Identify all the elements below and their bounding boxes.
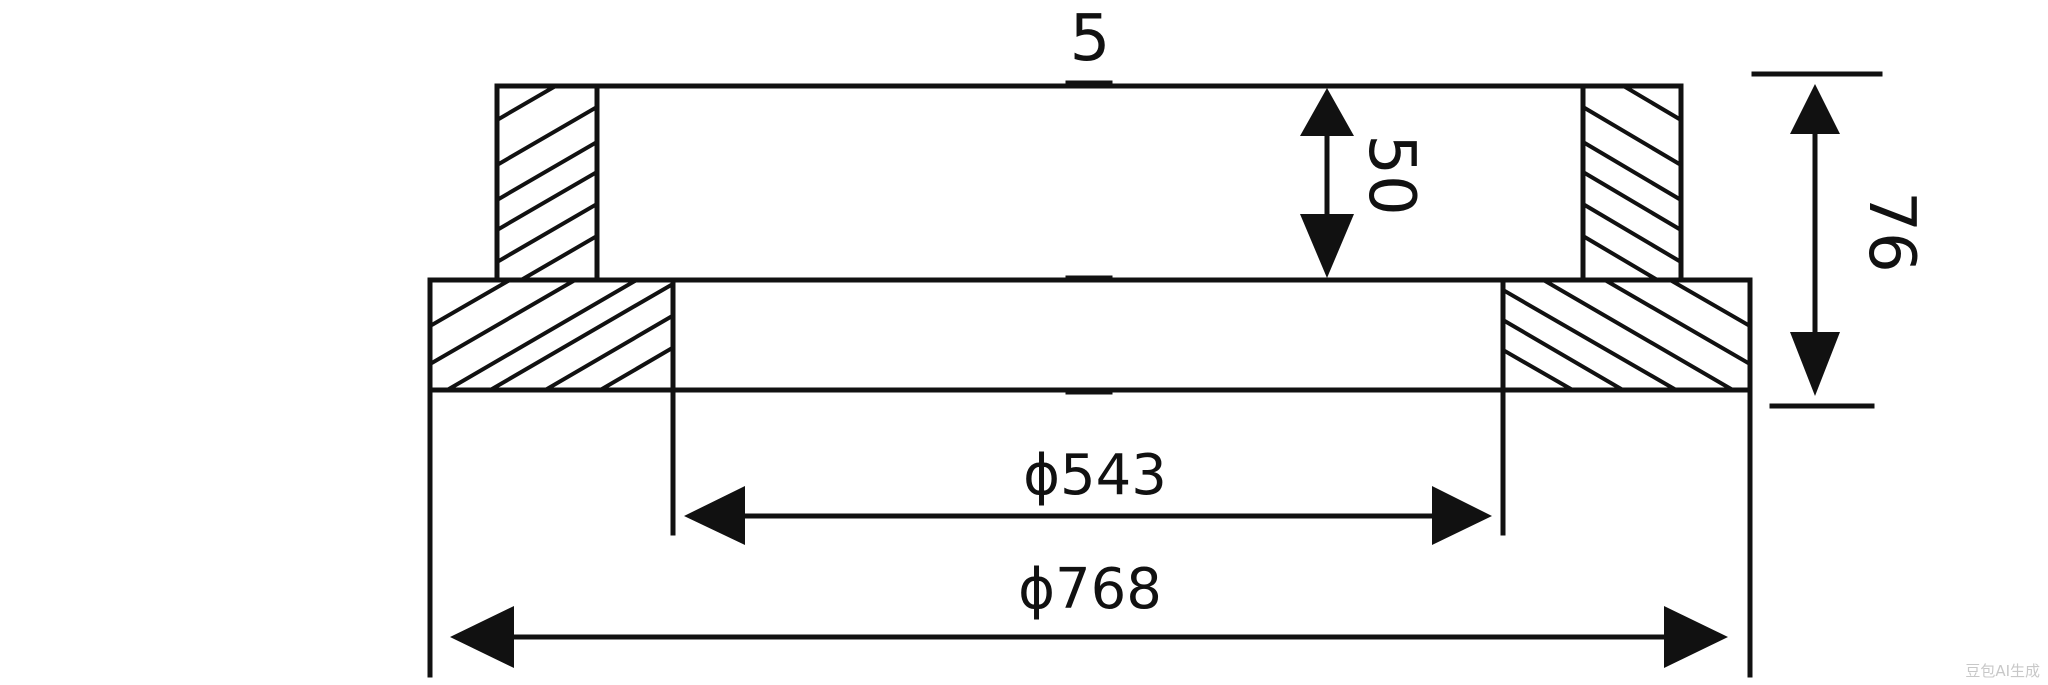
hatch-left-top (497, 86, 597, 280)
dim-label-top-gap: 5 (1070, 2, 1111, 76)
hatch-right-bottom (1503, 280, 1750, 390)
dimension-outer-diameter (450, 606, 1728, 668)
dimension-inner-height (1300, 88, 1354, 278)
dimension-total-height (1751, 71, 1883, 409)
dimension-inner-diameter (684, 486, 1492, 545)
dim-label-outer-diameter: ϕ768 (1018, 557, 1162, 622)
hatch-left-bottom (430, 280, 673, 390)
dim-label-inner-height: 50 (1354, 134, 1428, 215)
dim-label-total-height: 76 (1854, 191, 1928, 272)
dim-label-inner-diameter: ϕ543 (1023, 443, 1167, 508)
watermark-text: 豆包AI生成 (1965, 662, 2040, 680)
hatch-right-top (1583, 86, 1681, 280)
